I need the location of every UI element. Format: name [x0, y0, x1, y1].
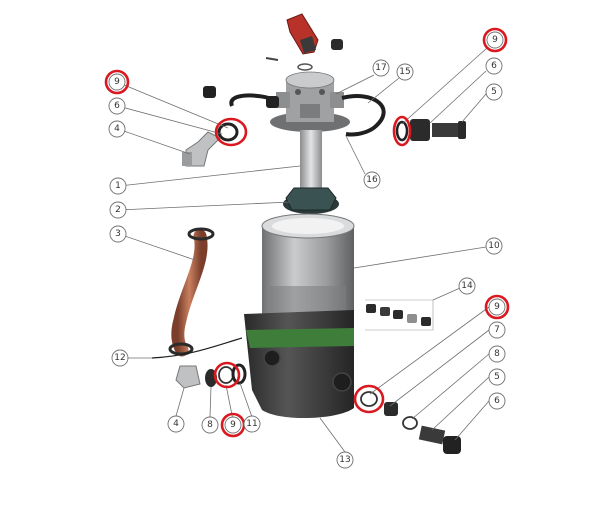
callout-17: 17 — [372, 59, 390, 77]
callout-6-left: 6 — [108, 97, 126, 115]
svg-text:17: 17 — [375, 63, 386, 73]
callout-12: 12 — [111, 349, 129, 367]
kit-14-parts — [365, 299, 434, 331]
highlight-oring-bottom-right — [353, 384, 385, 414]
callout-4-bottom: 4 — [167, 415, 185, 433]
union-nut-right — [410, 119, 430, 141]
nut-bottom-right — [384, 402, 398, 416]
svg-text:10: 10 — [488, 241, 500, 251]
callout-2: 2 — [109, 201, 127, 219]
callout-5-top-right: 5 — [485, 83, 503, 101]
filter-base — [244, 310, 354, 419]
elbow-bottom-left — [175, 365, 201, 389]
small-oring-top — [297, 63, 313, 71]
callout-16: 16 — [363, 171, 381, 189]
tail-bottom-right — [418, 425, 461, 454]
svg-text:6: 6 — [494, 396, 500, 406]
valve-handle — [286, 13, 319, 55]
small-knob — [331, 39, 343, 50]
svg-text:1: 1 — [115, 181, 121, 191]
callout-9-top-left: 9 — [108, 73, 126, 91]
callout-9-top-right: 9 — [486, 31, 504, 49]
drain-cable — [151, 337, 243, 359]
callout-9-bottom-left: 9 — [224, 416, 242, 434]
highlight-gasket-left — [214, 117, 248, 147]
svg-text:15: 15 — [399, 67, 410, 77]
callout-3: 3 — [109, 225, 127, 243]
gasket-right — [395, 120, 409, 142]
callout-13: 13 — [336, 451, 354, 469]
callout-15: 15 — [396, 63, 414, 81]
highlight-9-top-left — [104, 69, 130, 95]
gasket-bottom-right — [402, 416, 418, 430]
svg-text:8: 8 — [207, 420, 213, 430]
highlight-9-top-right — [482, 27, 508, 53]
svg-text:5: 5 — [494, 372, 500, 382]
flex-hose — [168, 227, 215, 357]
callout-6-top-right: 6 — [485, 57, 503, 75]
svg-text:7: 7 — [494, 325, 500, 335]
highlight-9-right — [484, 294, 510, 320]
callout-4-left: 4 — [108, 120, 126, 138]
svg-text:4: 4 — [114, 124, 120, 134]
standpipe — [300, 130, 322, 192]
oring-bottom-left — [218, 366, 234, 384]
svg-text:13: 13 — [339, 455, 350, 465]
callout-8-bottom-left: 8 — [201, 416, 219, 434]
svg-text:12: 12 — [114, 353, 125, 363]
highlight-oring-bottom-left — [213, 361, 241, 389]
svg-text:9: 9 — [492, 35, 498, 45]
svg-text:6: 6 — [491, 61, 497, 71]
oring-bottom-right — [360, 391, 378, 407]
tail-right — [432, 121, 466, 139]
callout-8-right: 8 — [488, 345, 506, 363]
svg-text:6: 6 — [114, 101, 120, 111]
svg-text:4: 4 — [173, 419, 179, 429]
svg-text:11: 11 — [246, 419, 257, 429]
gasket-left — [217, 122, 239, 142]
callout-5-bottom-right: 5 — [488, 368, 506, 386]
callout-11: 11 — [243, 415, 261, 433]
elbow-left — [182, 131, 221, 167]
svg-text:9: 9 — [494, 302, 500, 312]
svg-text:2: 2 — [115, 205, 121, 215]
callout-7: 7 — [488, 321, 506, 339]
highlight-circles — [104, 27, 510, 438]
callout-1: 1 — [109, 177, 127, 195]
pin — [265, 57, 279, 61]
ring-bottom-left — [231, 363, 247, 385]
highlight-gasket-right — [392, 115, 412, 147]
callout-9-right: 9 — [488, 298, 506, 316]
laterals-hub — [283, 187, 339, 214]
fitting-top-left — [203, 86, 279, 108]
svg-text:9: 9 — [114, 77, 120, 87]
svg-text:8: 8 — [494, 349, 500, 359]
svg-text:3: 3 — [115, 229, 121, 239]
multiport-valve — [270, 71, 350, 132]
callout-10: 10 — [485, 237, 503, 255]
callout-14: 14 — [458, 277, 476, 295]
svg-text:14: 14 — [461, 281, 473, 291]
callout-6-bottom-right: 6 — [488, 392, 506, 410]
svg-text:16: 16 — [366, 175, 378, 185]
svg-text:5: 5 — [491, 87, 497, 97]
svg-text:9: 9 — [230, 420, 236, 430]
